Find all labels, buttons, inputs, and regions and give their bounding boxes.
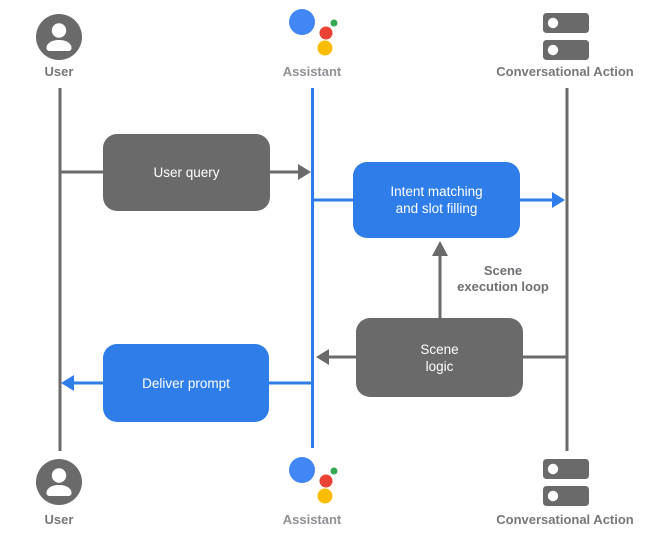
user-query-box-label: User query: [153, 165, 220, 180]
server-stack-icon: [543, 459, 589, 506]
query-to-assistant-arrowhead-icon: [298, 164, 311, 180]
person-circle-icon: [36, 459, 82, 505]
deliver-prompt-box-label: Deliver prompt: [142, 375, 230, 391]
assistant-label-bottom: Assistant: [282, 512, 342, 527]
server-stack-icon: [543, 13, 589, 60]
user-label-bottom: User: [44, 512, 74, 527]
action-label-top: Conversational Action: [496, 64, 634, 79]
deliver-prompt-box: Deliver prompt: [103, 344, 269, 422]
intent-matching-box-label-line1: Intent matching: [390, 184, 483, 199]
google-assistant-icon: [289, 9, 338, 56]
scene-logic-box-label-line1: Scene: [420, 341, 459, 357]
intent-to-action-arrowhead-icon: [552, 192, 565, 208]
user-query-box: User query: [103, 134, 270, 211]
intent-matching-box: Intent matching and slot filling: [353, 162, 520, 238]
scene-execution-loop-label: Scene execution loop: [457, 263, 549, 295]
user-label-top: User: [44, 64, 74, 79]
scene-logic-box: Scene logic: [356, 318, 523, 397]
scene-loop-arrowhead-icon: [432, 241, 448, 256]
scene-to-assistant-arrowhead-icon: [316, 349, 329, 365]
scene-logic-box-label-line2: logic: [425, 358, 454, 374]
deliver-to-user-arrowhead-icon: [61, 375, 74, 391]
scene-execution-loop-label-line2: execution loop: [457, 279, 549, 294]
intent-matching-box-label-line2: and slot filling: [395, 201, 478, 216]
action-label-bottom: Conversational Action: [496, 512, 634, 527]
person-circle-icon: [36, 14, 82, 60]
assistant-label-top: Assistant: [282, 64, 342, 79]
google-assistant-icon: [289, 457, 338, 504]
scene-execution-loop-label-line1: Scene: [483, 263, 523, 278]
